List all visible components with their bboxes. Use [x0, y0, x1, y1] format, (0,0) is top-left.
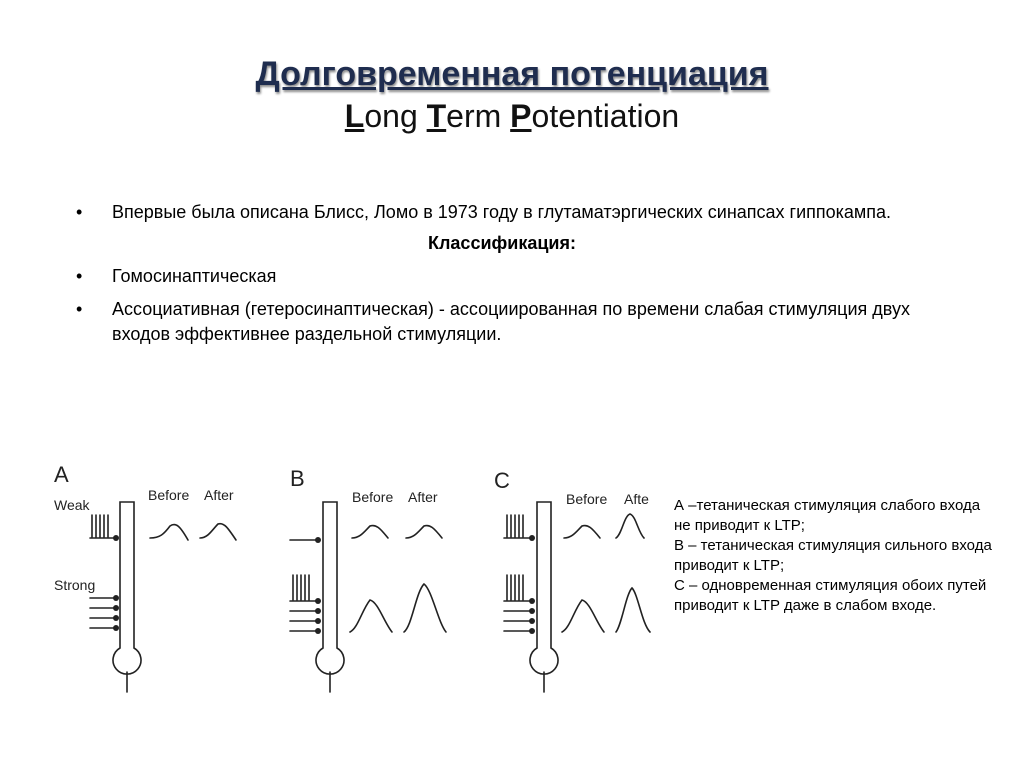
panel-b-neuron: [315, 501, 345, 693]
panel-b-weak-terminal: [315, 537, 321, 543]
panel-b-strong-terminal-3: [315, 618, 321, 624]
bullet-discovery: Впервые была описана Блисс, Ломо в 1973 …: [72, 200, 932, 225]
title-russian: Долговременная потенциация: [255, 55, 769, 93]
panel-c-strong-terminal-4: [529, 628, 535, 634]
panel-a-weak-label: Weak: [54, 497, 91, 513]
bullet-associative: Ассоциативная (гетеросинаптическая) - ас…: [72, 297, 932, 347]
title-en-rest-t: erm: [446, 98, 511, 134]
title-en-rest-l: ong: [364, 98, 427, 134]
panel-c-strong-after-trace: [615, 586, 651, 633]
panel-c-after-label: Afte: [624, 491, 649, 507]
slide-content: Впервые была описана Блисс, Ломо в 1973 …: [72, 200, 932, 355]
panel-b-strong-terminal-2: [315, 608, 321, 614]
panel-a-strong-terminal-3: [113, 615, 119, 621]
panel-a-letter: A: [54, 462, 69, 487]
panel-c-letter: C: [494, 468, 510, 493]
title-en-cap-p: P: [510, 98, 532, 134]
panel-a-strong-label: Strong: [54, 577, 95, 593]
panel-c-strong-terminal-2: [529, 608, 535, 614]
panel-b-weak-before-trace: [351, 524, 389, 539]
panel-c-strong-input: [503, 574, 533, 632]
panel-c-weak-after-trace: [615, 513, 645, 539]
bullet-homosynaptic: Гомосинаптическая: [72, 264, 932, 289]
title-english: Long Term Potentiation: [0, 96, 1024, 136]
title-en-cap-t: T: [426, 98, 447, 134]
panel-a-strong-terminal-4: [113, 625, 119, 631]
panel-b-after-label: After: [408, 489, 438, 505]
caption-line-c: С – одновременная стимуляция обоих путей…: [674, 577, 995, 614]
panel-a-before-label: Before: [148, 487, 189, 503]
panel-a-after-label: After: [204, 487, 234, 503]
panel-c-before-label: Before: [566, 491, 607, 507]
panel-a-weak-terminal: [113, 535, 119, 541]
panel-a-weak-input: [89, 514, 117, 539]
title-en-rest-p: otentiation: [531, 98, 680, 134]
panel-b-weak-after-trace: [405, 524, 443, 539]
panel-c-strong-terminal-3: [529, 618, 535, 624]
slide-title: Долговременная потенциация Long Term Pot…: [0, 54, 1024, 136]
panel-b-before-label: Before: [352, 489, 393, 505]
caption-line-a: А –тетаническая стимуляция слабого входа…: [674, 497, 989, 534]
panel-a-weak-after-trace: [199, 522, 237, 541]
panel-b-strong-after-trace: [403, 582, 447, 633]
panel-c-weak-terminal: [529, 535, 535, 541]
title-en-cap-l: L: [344, 98, 365, 134]
panel-b-strong-input: [289, 574, 319, 632]
panel-a-weak-before-trace: [149, 523, 189, 541]
classification-heading: Классификация:: [428, 233, 576, 253]
panel-b-strong-before-trace: [349, 599, 393, 633]
panel-a-strong-inputs: [89, 597, 117, 629]
panel-a-strong-terminal-2: [113, 605, 119, 611]
panel-c-neuron: [529, 501, 559, 693]
panel-a-strong-terminal-1: [113, 595, 119, 601]
panel-c-strong-before-trace: [561, 599, 605, 633]
panel-c-weak-before-trace: [563, 524, 601, 539]
panel-b-strong-terminal-1: [315, 598, 321, 604]
panel-b-strong-terminal-4: [315, 628, 321, 634]
diagram-caption: А –тетаническая стимуляция слабого входа…: [674, 496, 994, 616]
panel-c-weak-input: [503, 514, 533, 539]
panel-c-strong-terminal-1: [529, 598, 535, 604]
panel-a-neuron: [112, 501, 142, 693]
caption-line-b: В – тетаническая стимуляция сильного вхо…: [674, 537, 996, 574]
panel-b-letter: B: [290, 466, 305, 491]
ltp-diagram: A Weak Strong Before After B Before Afte…: [54, 462, 651, 693]
